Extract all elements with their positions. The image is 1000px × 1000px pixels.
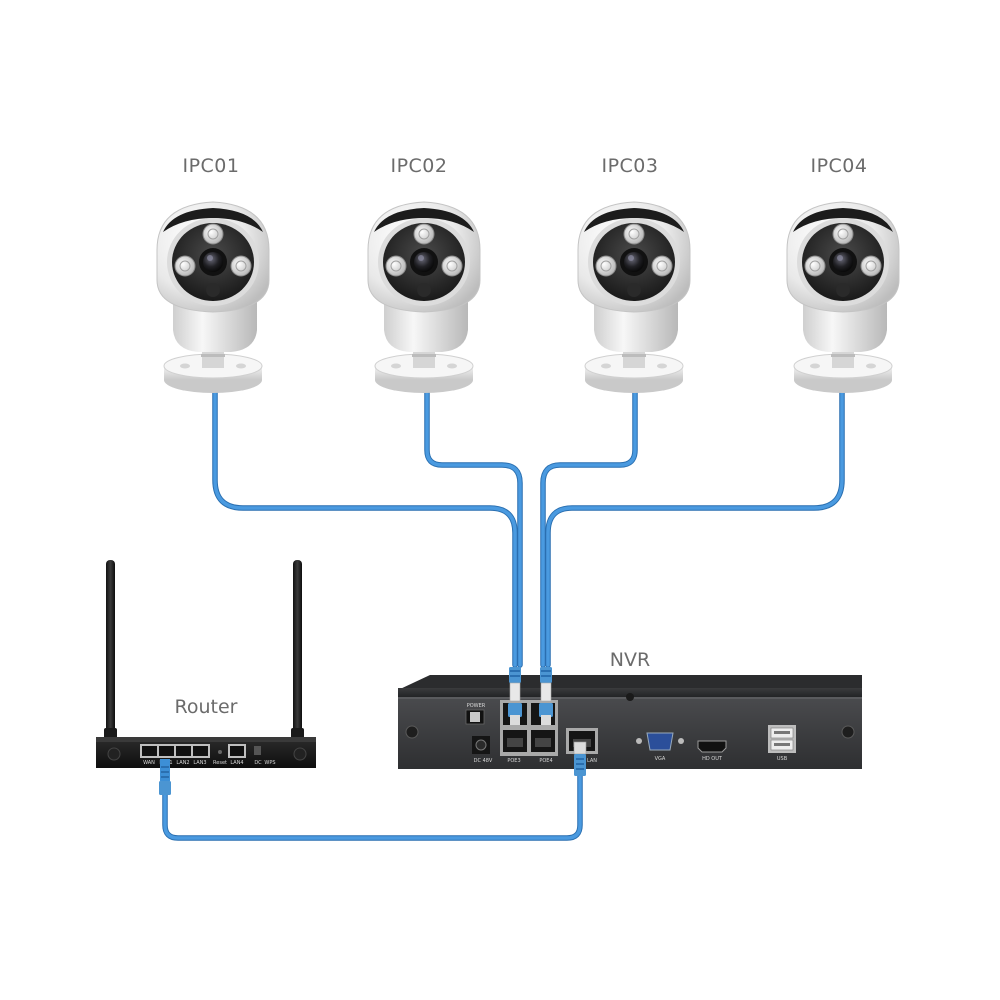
cables [162,382,845,841]
rj45-connector-icon [159,759,171,795]
nvr-power-switch: POWER [465,703,486,725]
rj45-connector-icon [508,667,522,725]
cable-ipc01 [213,383,517,667]
nvr-hdmi-label: HD OUT [702,756,723,762]
nvr-lan-label: LAN [587,758,597,764]
nvr-hdmi-port: HD OUT [697,740,727,762]
nvr-poe4-label: POE4 [539,758,552,764]
bullet-camera-icon [367,201,481,394]
camera-ipc02: IPC02 [367,155,481,394]
router-port-label: WPS [264,760,275,766]
cable-ipc04 [546,383,844,667]
cable-router-nvr [163,770,582,840]
bullet-camera-icon [577,201,691,394]
nvr-usb-label: USB [777,756,788,762]
nvr-poe3-label: POE3 [507,758,520,764]
router-port-label: DC [254,760,262,766]
router-port-label: LAN4 [230,760,243,766]
camera-label-ipc04: IPC04 [810,155,867,177]
nvr-vga-label: VGA [655,756,666,762]
camera-label-ipc02: IPC02 [390,155,447,177]
nvr-vga-port: VGA [636,732,684,762]
camera-ipc01: IPC01 [156,155,270,394]
bullet-camera-icon [156,201,270,394]
router-port-label: LAN3 [193,760,206,766]
bullet-camera-icon [786,201,900,394]
rj45-connector-icon [539,667,553,725]
router-port-label: LAN2 [176,760,189,766]
nvr: NVR POWER DC 48V POE3 [398,649,862,776]
rj45-connector-icon [573,741,587,776]
cable-ipc03 [541,383,637,667]
nvr-usb-ports: USB [768,725,796,762]
camera-label-ipc03: IPC03 [601,155,658,177]
antenna-icon [291,560,304,742]
router-label: Router [175,696,238,718]
router-port-label: Reset [213,760,227,766]
nvr-power-label: POWER [467,703,486,709]
camera-label-ipc01: IPC01 [182,155,239,177]
cable-ipc02 [425,383,522,667]
antenna-icon [104,560,117,742]
nvr-label: NVR [610,649,650,671]
nvr-dc-label: DC 48V [474,758,493,764]
router: Router WAN LAN1 LAN2 LAN3 [96,560,316,795]
router-ports [140,744,261,758]
nvr-dc-jack: DC 48V [472,736,493,764]
camera-ipc04: IPC04 [786,155,900,394]
router-port-label: WAN [143,760,155,766]
camera-ipc03: IPC03 [577,155,691,394]
